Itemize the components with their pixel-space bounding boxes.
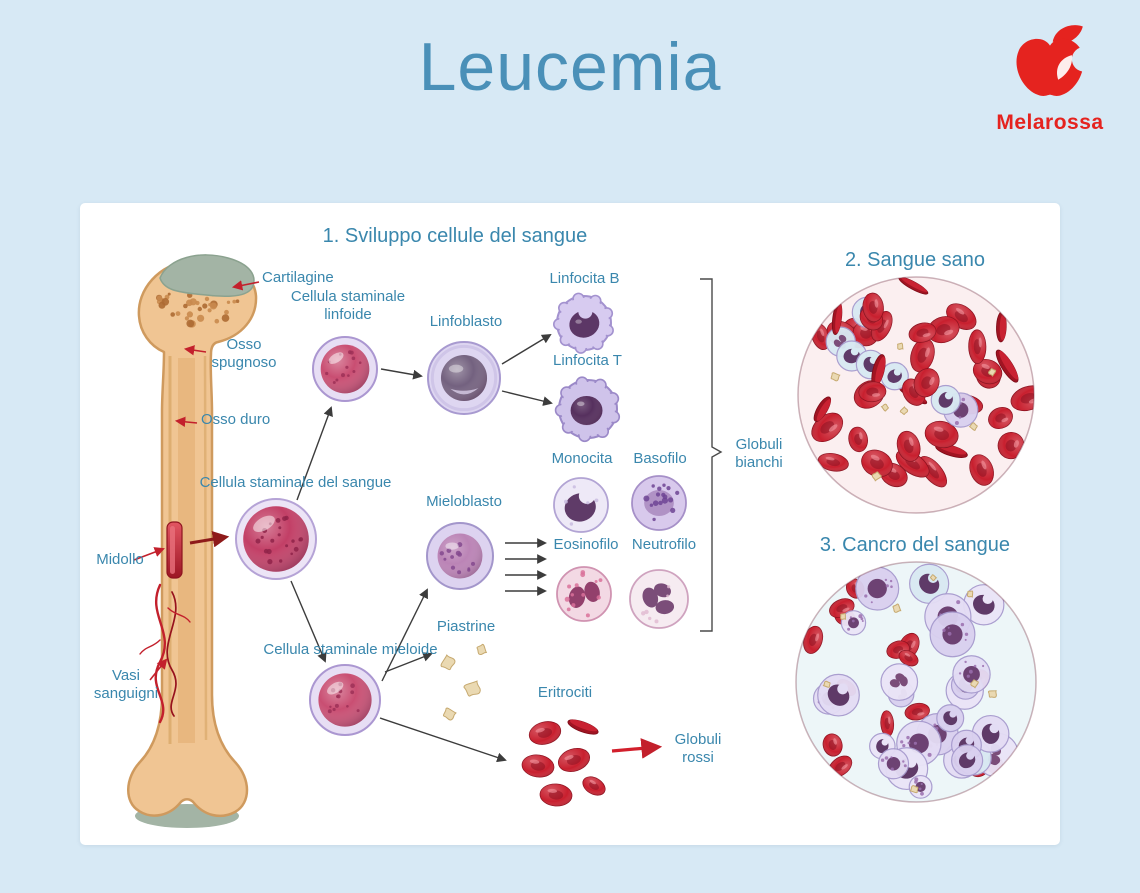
bone-illustration (127, 254, 258, 828)
label-eritrociti: Eritrociti (537, 684, 593, 701)
cell-eosinofilo-illustration (556, 566, 612, 622)
section-title-cancer: 3. Cancro del sangue (819, 534, 1011, 556)
label-piastrine: Piastrine (436, 618, 496, 635)
cell-mieloblasto-illustration (426, 522, 494, 590)
healthy-blood-illustration (798, 277, 1034, 513)
label-neutrofilo: Neutrofilo (631, 536, 697, 553)
cell-linfoblasto-illustration (427, 341, 501, 415)
apple-icon (1016, 25, 1097, 97)
label-linfocita-t: Linfocita T (553, 352, 622, 369)
globuli-bianchi-bracket (700, 278, 723, 632)
label-cellula-staminale-mieloide: Cellula staminale mieloide (263, 641, 438, 658)
label-vasi-sanguigni: Vasi sanguigni (93, 667, 159, 702)
brand-name: Melarossa (996, 111, 1104, 134)
label-midollo: Midollo (96, 551, 144, 568)
cell-basofilo-illustration (631, 475, 687, 531)
label-cellula-staminale-sangue: Cellula staminale del sangue (199, 474, 392, 491)
cell-monocita-illustration (553, 477, 609, 533)
label-linfocita-b: Linfocita B (549, 270, 620, 287)
label-globuli-bianchi: Globuli bianchi (735, 436, 783, 471)
section-title-healthy: 2. Sangue sano (844, 249, 986, 271)
piastrine-illustration (440, 643, 488, 721)
label-osso-duro: Osso duro (201, 411, 271, 428)
eritrociti-illustration (521, 719, 606, 807)
cell-linfocita-b-illustration (552, 292, 614, 354)
label-globuli-rossi: Globuli rossi (674, 731, 722, 766)
cell-neutrofilo-illustration (629, 569, 689, 629)
flow-arrows (133, 280, 663, 763)
section-title-development: 1. Sviluppo cellule del sangue (322, 225, 588, 247)
label-cellula-staminale-linfoide: Cellula staminale linfoide (290, 288, 406, 323)
label-osso-spugnoso: Osso spugnoso (211, 336, 277, 371)
label-basofilo: Basofilo (633, 450, 687, 467)
label-mieloblasto: Mieloblasto (426, 493, 502, 510)
label-linfoblasto: Linfoblasto (429, 313, 503, 330)
cell-cellula-staminale-linfoide-illustration (312, 336, 378, 402)
cancer-blood-illustration (796, 562, 1036, 802)
label-eosinofilo: Eosinofilo (553, 536, 619, 553)
label-cartilagine: Cartilagine (262, 269, 334, 286)
cell-linfocita-t-illustration (554, 376, 621, 443)
cell-cellula-staminale-del-sangue-illustration (235, 498, 317, 580)
brand-logo: Melarossa (985, 22, 1115, 135)
cell-cellula-staminale-mieloide-illustration (309, 664, 381, 736)
page-title: Leucemia (418, 29, 722, 105)
label-monocita: Monocita (551, 450, 613, 467)
